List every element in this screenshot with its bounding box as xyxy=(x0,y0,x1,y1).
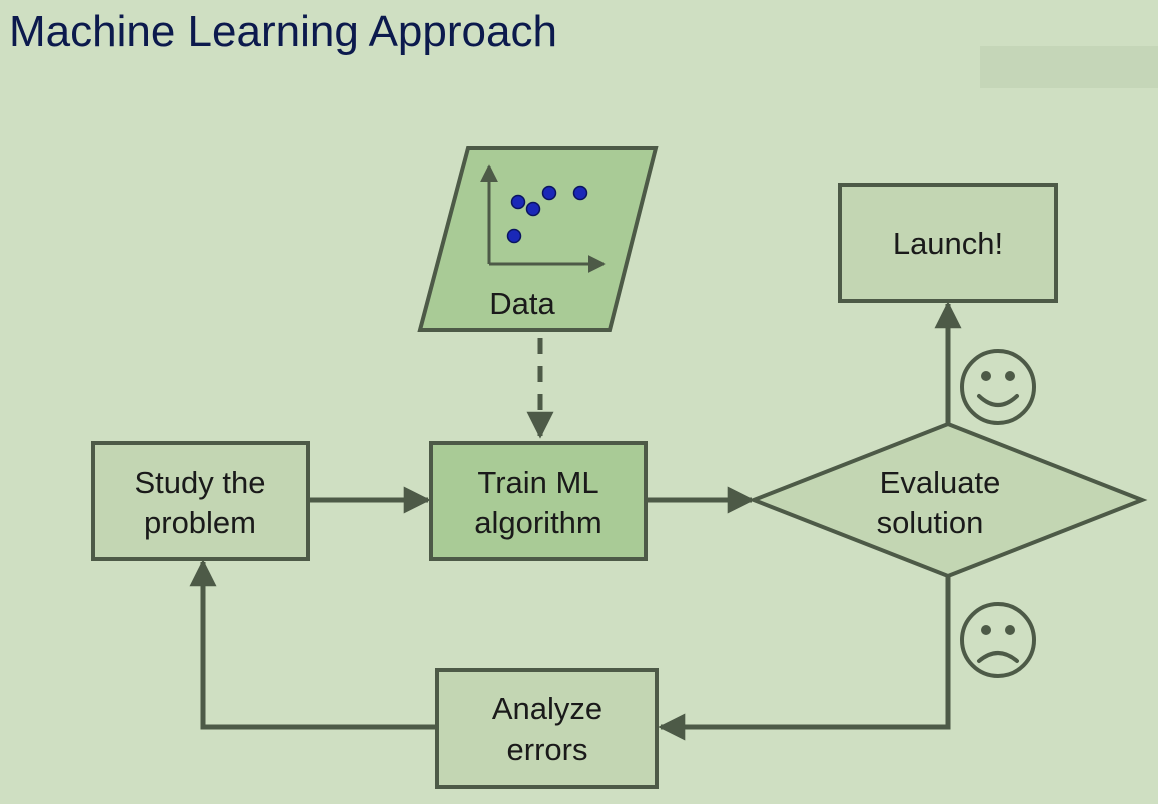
data-point xyxy=(572,185,588,201)
study-label-line1: Study the xyxy=(135,465,266,500)
data-point xyxy=(541,185,557,201)
analyze-label-line1: Analyze xyxy=(492,691,602,726)
evaluate-to-analyze-arrow xyxy=(658,576,951,741)
evaluate-label-line2: solution xyxy=(877,505,984,540)
train-label-line1: Train ML xyxy=(477,465,598,500)
train-node: Train ML algorithm xyxy=(429,441,648,561)
analyze-label-line2: errors xyxy=(507,732,588,767)
evaluate-label-line1: Evaluate xyxy=(880,465,1001,500)
launch-node: Launch! xyxy=(838,183,1058,303)
train-label-line2: algorithm xyxy=(474,505,602,540)
data-node: Data xyxy=(417,146,659,332)
scatter-plot-icon xyxy=(480,164,606,273)
launch-label: Launch! xyxy=(893,226,1003,261)
frowning-face-icon xyxy=(960,602,1036,678)
study-node: Study the problem xyxy=(91,441,310,561)
page-title: Machine Learning Approach xyxy=(9,7,557,56)
data-label: Data xyxy=(489,286,555,321)
evaluate-node: Evaluate solution xyxy=(748,421,1148,579)
analyze-to-study-arrow xyxy=(189,559,437,730)
smiling-face-icon xyxy=(960,349,1036,425)
data-point xyxy=(506,228,522,244)
background-bar xyxy=(980,46,1158,88)
analyze-node: Analyze errors xyxy=(435,668,659,789)
study-label-line2: problem xyxy=(144,505,256,540)
data-point xyxy=(510,194,526,210)
data-point xyxy=(525,201,541,217)
